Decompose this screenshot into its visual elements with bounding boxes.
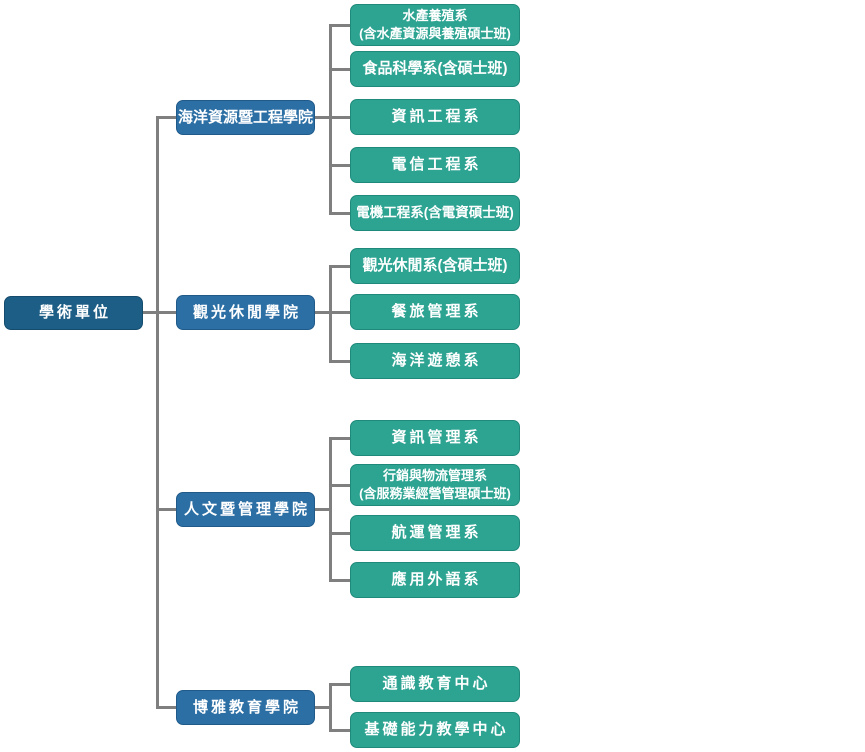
connector-line <box>329 24 350 27</box>
node-dept-telecom-engineering[interactable]: 電信工程系 <box>350 147 520 183</box>
connector-line <box>156 116 176 119</box>
node-dept-aquaculture[interactable]: 水產養殖系 (含水產資源與養殖碩士班) <box>350 4 520 46</box>
node-dept-hospitality-management[interactable]: 餐旅管理系 <box>350 294 520 330</box>
node-label: 電信工程系 <box>391 156 482 173</box>
node-dept-food-science[interactable]: 食品科學系(含碩士班) <box>350 51 520 87</box>
node-college-liberal-education[interactable]: 博雅教育學院 <box>176 690 315 725</box>
connector-line <box>329 437 350 440</box>
node-label: 電機工程系(含電資碩士班) <box>356 204 514 220</box>
node-dept-electrical-engineering[interactable]: 電機工程系(含電資碩士班) <box>350 195 520 231</box>
node-dept-tourism-leisure[interactable]: 觀光休閒系(含碩士班) <box>350 248 520 284</box>
connector-line <box>315 311 332 314</box>
node-dept-applied-foreign-languages[interactable]: 應用外語系 <box>350 562 520 598</box>
connector-line <box>329 360 350 363</box>
node-label: 通識教育中心 <box>382 675 491 692</box>
node-label: 博雅教育學院 <box>192 698 301 716</box>
node-label: 航運管理系 <box>391 524 482 541</box>
node-label: 水產養殖系 <box>402 8 468 24</box>
connector-line <box>156 116 159 709</box>
node-label: 資訊管理系 <box>391 429 482 446</box>
node-dept-marine-recreation[interactable]: 海洋遊憩系 <box>350 343 520 379</box>
connector-line <box>315 706 332 709</box>
node-academic-units: 學術單位 <box>4 296 143 330</box>
node-label: 學術單位 <box>38 304 111 321</box>
node-dept-information-management[interactable]: 資訊管理系 <box>350 420 520 456</box>
connector-line <box>315 508 332 511</box>
node-label: 行銷與物流管理系 <box>382 468 487 484</box>
node-label: 海洋資源暨工程學院 <box>177 108 313 126</box>
node-label: 餐旅管理系 <box>391 303 482 320</box>
connector-line <box>315 116 332 119</box>
connector-line <box>329 683 350 686</box>
connector-line <box>329 68 350 71</box>
connector-line <box>156 508 176 511</box>
connector-line <box>143 311 176 314</box>
connector-line <box>329 265 350 268</box>
connector-line <box>329 265 332 363</box>
node-college-tourism-leisure[interactable]: 觀光休閒學院 <box>176 295 315 330</box>
node-dept-computer-science-engineering[interactable]: 資訊工程系 <box>350 99 520 135</box>
connector-line <box>329 311 350 314</box>
node-label: 人文暨管理學院 <box>183 500 310 518</box>
node-sublabel: (含服務業經營管理碩士班) <box>359 486 511 501</box>
node-college-marine-resources-engineering[interactable]: 海洋資源暨工程學院 <box>176 100 315 135</box>
node-sublabel: (含水產資源與養殖碩士班) <box>359 26 511 41</box>
connector-line <box>329 24 332 215</box>
connector-line <box>329 212 350 215</box>
node-label: 食品科學系(含碩士班) <box>362 60 508 77</box>
connector-line <box>329 164 350 167</box>
connector-line <box>329 579 350 582</box>
node-label: 基礎能力教學中心 <box>364 721 509 738</box>
node-label: 應用外語系 <box>391 571 482 588</box>
node-dept-marketing-logistics-management[interactable]: 行銷與物流管理系 (含服務業經營管理碩士班) <box>350 464 520 506</box>
node-dept-shipping-management[interactable]: 航運管理系 <box>350 515 520 551</box>
node-label: 觀光休閒學院 <box>192 303 301 321</box>
connector-line <box>329 532 350 535</box>
node-dept-general-education-center[interactable]: 通識教育中心 <box>350 666 520 702</box>
node-college-humanities-management[interactable]: 人文暨管理學院 <box>176 492 315 527</box>
connector-line <box>329 484 350 487</box>
node-label: 海洋遊憩系 <box>391 352 482 369</box>
node-label: 資訊工程系 <box>391 108 482 125</box>
connector-line <box>156 706 176 709</box>
connector-line <box>329 116 350 119</box>
node-label: 觀光休閒系(含碩士班) <box>362 257 508 274</box>
node-dept-basic-competency-teaching-center[interactable]: 基礎能力教學中心 <box>350 712 520 748</box>
connector-line <box>329 729 350 732</box>
